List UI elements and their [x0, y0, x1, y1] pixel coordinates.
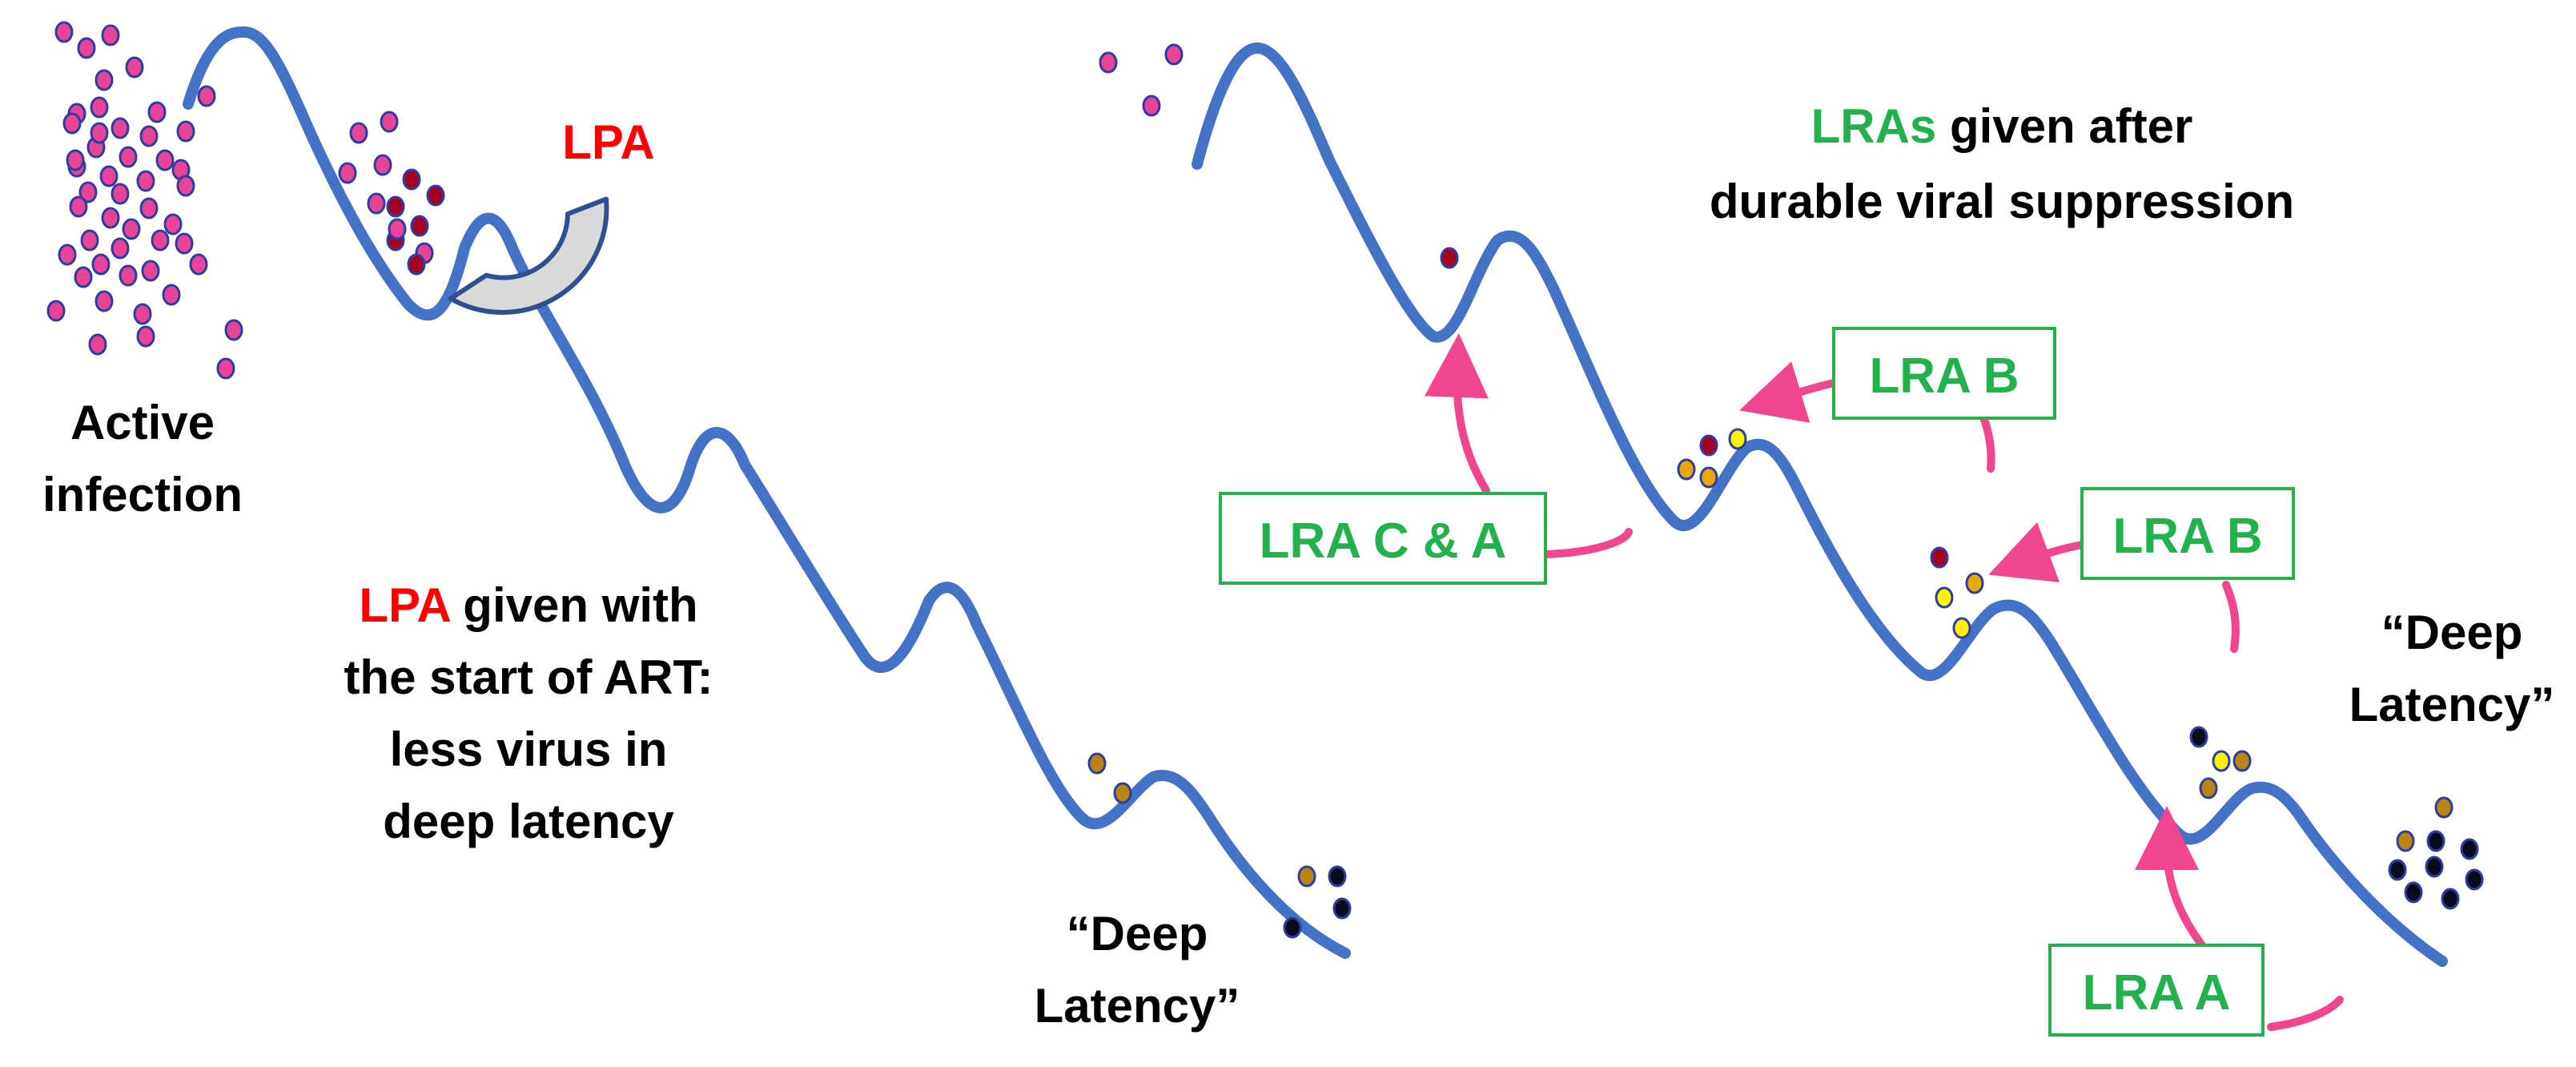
lpa-shield-shape [448, 196, 609, 315]
active-virus-particle [119, 264, 138, 287]
lra-a-box: LRA A [2048, 944, 2265, 1037]
active-virus-particle [111, 117, 130, 139]
active-virus-particle [147, 101, 167, 123]
active-virus-particle [94, 290, 114, 312]
lra-title-line1: LRAs given after [1811, 99, 2193, 153]
right-top-viruses [1099, 43, 1184, 117]
active-virus-particle [80, 229, 99, 252]
left-panel: Active infection LPA LPA given with the … [42, 21, 1352, 1033]
right-panel: LRAs given after durable viral suppressi… [1099, 42, 2555, 1037]
lra-b-top-label: LRA B [1869, 348, 2019, 404]
active-virus-particle [111, 237, 130, 260]
active-virus-particle [101, 24, 120, 46]
active-virus-particle [224, 319, 243, 341]
active-virus-particle [176, 175, 195, 197]
deep-latency-right-line1: “Deep [2381, 606, 2523, 659]
active-virus-particle [111, 183, 130, 205]
lpa-caption-prefix: LPA [359, 578, 450, 632]
active-virus-particle [139, 197, 159, 219]
active-virus-cloud [46, 21, 243, 380]
active-virus-particle [77, 37, 96, 59]
lpa-caption-line1: LPA given with [359, 578, 697, 632]
active-virus-particle [74, 266, 93, 288]
active-infection-line1: Active [70, 396, 215, 449]
active-virus-particle [189, 253, 208, 276]
active-virus-particle [91, 253, 111, 276]
active-virus-particle [62, 112, 82, 135]
active-virus-particle [151, 229, 170, 252]
deep-latency-viruses-right [2388, 796, 2484, 910]
lpa-caption-line4: deep latency [383, 795, 674, 848]
lra-b-top-box: LRA B [1832, 327, 2056, 420]
arrow-lra-c-a-to-valley [1424, 333, 1490, 494]
lra-c-a-box: LRA C & A [1219, 492, 1547, 585]
lra-arrows [1424, 333, 2344, 1031]
lra-b-mid-label: LRA B [2112, 509, 2262, 564]
lra-a-label: LRA A [2083, 965, 2231, 1021]
left-latency-curve [183, 26, 1351, 959]
deep-latency-left-line1: “Deep [1067, 907, 1208, 960]
active-virus-particle [136, 170, 155, 192]
lpa-caption-rest: given with [450, 578, 698, 632]
valley1-viruses [338, 111, 445, 276]
active-virus-particle [90, 96, 109, 119]
active-virus-particle [162, 284, 181, 306]
lra-title-prefix: LRAs [1811, 99, 1937, 153]
active-virus-particle [54, 21, 74, 43]
active-virus-particle [78, 181, 98, 203]
active-virus-particle [66, 149, 85, 171]
active-virus-particle [119, 146, 138, 168]
active-virus-particle [122, 218, 141, 240]
lpa-label: LPA [562, 115, 655, 169]
active-virus-particle [90, 122, 109, 144]
active-virus-particle [46, 300, 66, 322]
active-virus-particle [155, 149, 175, 171]
lra-title-line2: durable viral suppression [1710, 175, 2294, 228]
arrow-lra-b-mid [2026, 545, 2240, 653]
deep-latency-left-line2: Latency” [1035, 979, 1240, 1033]
active-infection-line2: infection [42, 468, 243, 521]
active-virus-particle [133, 303, 152, 325]
active-virus-particle [141, 260, 160, 282]
active-virus-particle [176, 120, 195, 143]
active-virus-particle [101, 207, 120, 229]
active-virus-particle [69, 195, 88, 218]
right-valley4-viruses [2189, 726, 2252, 799]
arrow-lra-a-side [2267, 996, 2344, 1031]
arrow-lra-a-up [2135, 806, 2206, 949]
right-valley1-viruses [1440, 247, 1459, 269]
active-virus-particle [139, 125, 159, 147]
deep-latency-viruses-left [1283, 865, 1352, 939]
active-virus-particle [216, 357, 235, 380]
lpa-caption-line2: the start of ART: [344, 650, 713, 704]
valley-lower-viruses [1087, 752, 1132, 804]
deep-latency-right-line2: Latency” [2349, 678, 2555, 731]
active-virus-particle [94, 69, 114, 91]
active-virus-particle [99, 165, 119, 187]
active-virus-particle [58, 244, 77, 266]
active-virus-particle [175, 232, 194, 255]
active-virus-particle [197, 85, 216, 107]
lra-b-mid-box: LRA B [2080, 487, 2295, 580]
active-virus-particle [136, 325, 155, 348]
arrow-lra-c-a-side [1541, 528, 1633, 558]
lra-title-rest: given after [1936, 99, 2192, 153]
lra-c-a-label: LRA C & A [1260, 513, 1507, 569]
active-virus-particle [88, 333, 107, 356]
active-virus-particle [163, 213, 183, 236]
active-virus-particle [125, 56, 144, 79]
lpa-caption-line3: less virus in [390, 723, 668, 776]
